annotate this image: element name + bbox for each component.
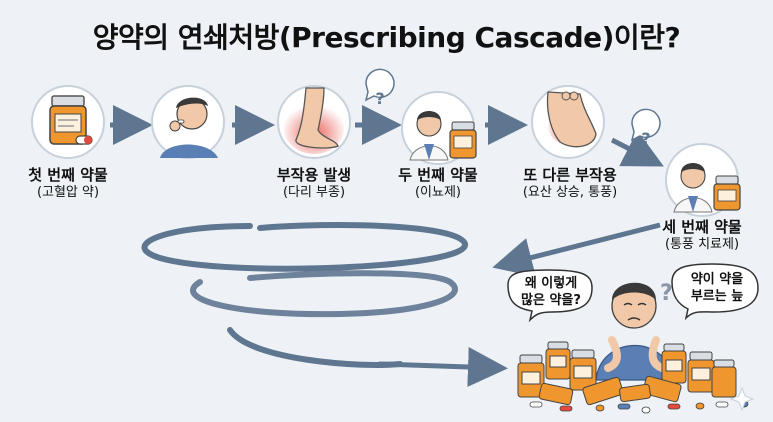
pill-bottle-pile [517, 341, 737, 406]
svg-text:?: ? [641, 129, 650, 148]
question-bubble-icon-2: ? [630, 108, 661, 148]
step-1-label: 첫 번째 약물 (고혈압 약) [28, 166, 108, 200]
step-2-label: 부작용 발생 (다리 부종) [276, 166, 352, 200]
person-taking-pill-icon [151, 85, 225, 159]
step-5-label: 세 번째 약물 (통풍 치료제) [662, 218, 742, 252]
gout-foot-icon [531, 85, 605, 159]
speech-bubble-left-text: 왜 이렇게 많은 약을? [521, 276, 581, 308]
scattered-pills [529, 400, 749, 414]
step-3-label: 두 번째 약물 (이뇨제) [398, 166, 478, 200]
doctor-icon-2 [665, 143, 741, 217]
speech-bubble-right-text: 약이 약을 부르는 늪 [690, 272, 744, 304]
speech-bubble-left [507, 269, 593, 323]
pill-bottle-icon [31, 85, 105, 159]
arrow-6 [492, 222, 661, 278]
doctor-icon [401, 91, 477, 165]
flow-arrows [110, 105, 664, 278]
question-bubble-icon: ? [364, 68, 395, 108]
step-4-label: 또 다른 부작용 (요산 상승, 통풍) [522, 166, 618, 200]
speech-bubbles: ? [507, 263, 759, 323]
swollen-leg-icon [277, 85, 351, 159]
arrow-5 [610, 130, 664, 167]
worried-person-icon [595, 282, 675, 381]
svg-text:?: ? [375, 89, 384, 108]
page-title: 양약의 연쇄처방(Prescribing Cascade)이란? [92, 21, 681, 54]
spiral-icon [141, 222, 508, 387]
sparkle-icon [729, 386, 755, 412]
speech-bubble-right [671, 263, 759, 321]
question-mark-icon: ? [660, 281, 673, 306]
